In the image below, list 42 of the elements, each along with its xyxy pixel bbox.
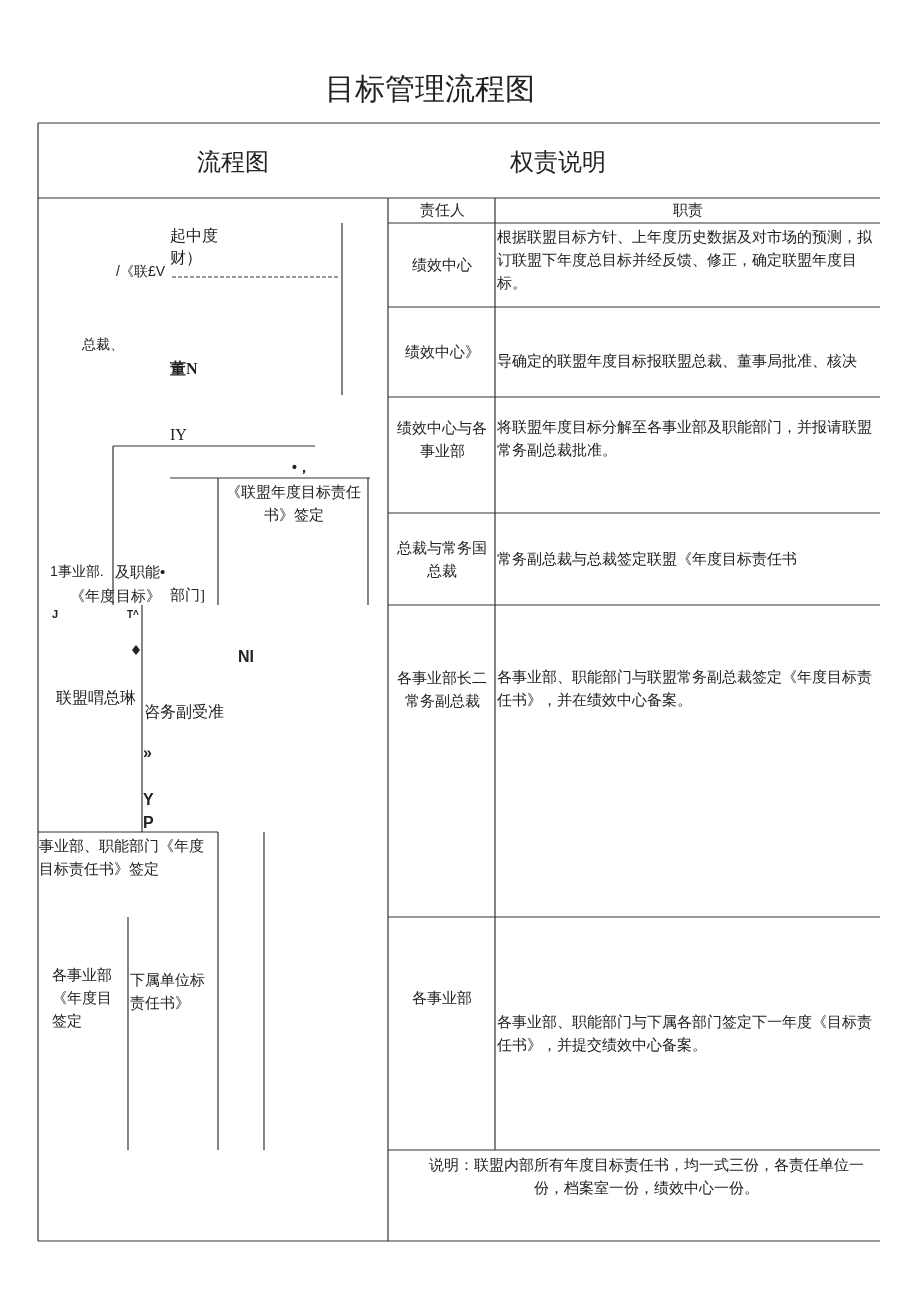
flow-text: 总裁、 (82, 335, 124, 354)
flow-text: Y (143, 790, 154, 810)
flow-text: 董N (170, 359, 198, 379)
duty-text: 根据联盟目标方针、上年度历史数据及对市场的预测，拟订联盟下年度总目标并经反馈、修正，确定联盟年度目标。 (497, 228, 873, 293)
flow-text: /《联£V (116, 262, 165, 281)
duty-text: 常务副总裁与总裁签定联盟《年度目标责任书 (497, 550, 798, 569)
responsible-party: 各事业部长二常务副总裁 (396, 669, 488, 711)
flow-text: » (143, 743, 152, 763)
section-heading: 流程图 (196, 147, 270, 177)
flow-text: 及职能• (115, 562, 166, 582)
flow-text: 部门] (170, 586, 205, 605)
duty-text: 各事业部、职能部门与联盟常务副总裁签定《年度目标责任书》，并在绩效中心备案。 (497, 668, 873, 710)
page-title: 目标管理流程图 (324, 70, 536, 107)
flow-text: 各事业部《年度目签定 (52, 965, 113, 1031)
duty-text: 导确定的联盟年度目标报联盟总裁、董事局批准、核决 (497, 352, 858, 371)
flow-text: P (143, 813, 154, 833)
flow-text: 下属单位标责任书》 (130, 970, 206, 1013)
note-text: 说明：联盟内部所有年度目标责任书，均一式三份，各责任单位一份，档案室一份，绩效中心一份。 (428, 1156, 865, 1198)
duty-text: 各事业部、职能部门与下属各部门签定下一年度《目标责任书》，并提交绩效中心备案。 (497, 1013, 873, 1055)
flow-text: NI (238, 647, 254, 667)
duty-text: 将联盟年度目标分解至各事业部及职能部门，并报请联盟常务副总裁批准。 (497, 418, 873, 460)
flow-text: 1事业部. (50, 562, 104, 581)
flow-text: 起中度 (170, 226, 218, 246)
flow-text: J (52, 607, 59, 622)
section-heading: 权责说明 (509, 147, 607, 177)
responsible-party: 绩效中心与各事业部 (396, 419, 488, 461)
column-header: 责任人 (418, 201, 466, 220)
flow-text: 《联盟年度目标责任书》签定 (225, 483, 362, 525)
flow-text: •， (292, 458, 311, 477)
column-header: 职责 (672, 201, 704, 220)
responsible-party: 各事业部 (411, 988, 473, 1008)
flow-text: IY (170, 425, 187, 445)
flow-text: 《年度 (70, 586, 115, 606)
flow-text: T^ (127, 608, 139, 622)
responsible-party: 绩效中心 (411, 255, 473, 275)
flow-text: 联盟喟总琳 (56, 688, 136, 708)
responsible-party: 绩效中心》 (403, 342, 481, 362)
flow-text: 事业部、职能部门《年度目标责任书》签定 (39, 836, 205, 879)
responsible-party: 总裁与常务国总裁 (396, 539, 488, 581)
flow-text: 咨务副受准 (144, 702, 224, 722)
flow-text: 财） (170, 248, 202, 268)
flow-text: 目标》 (116, 586, 161, 606)
